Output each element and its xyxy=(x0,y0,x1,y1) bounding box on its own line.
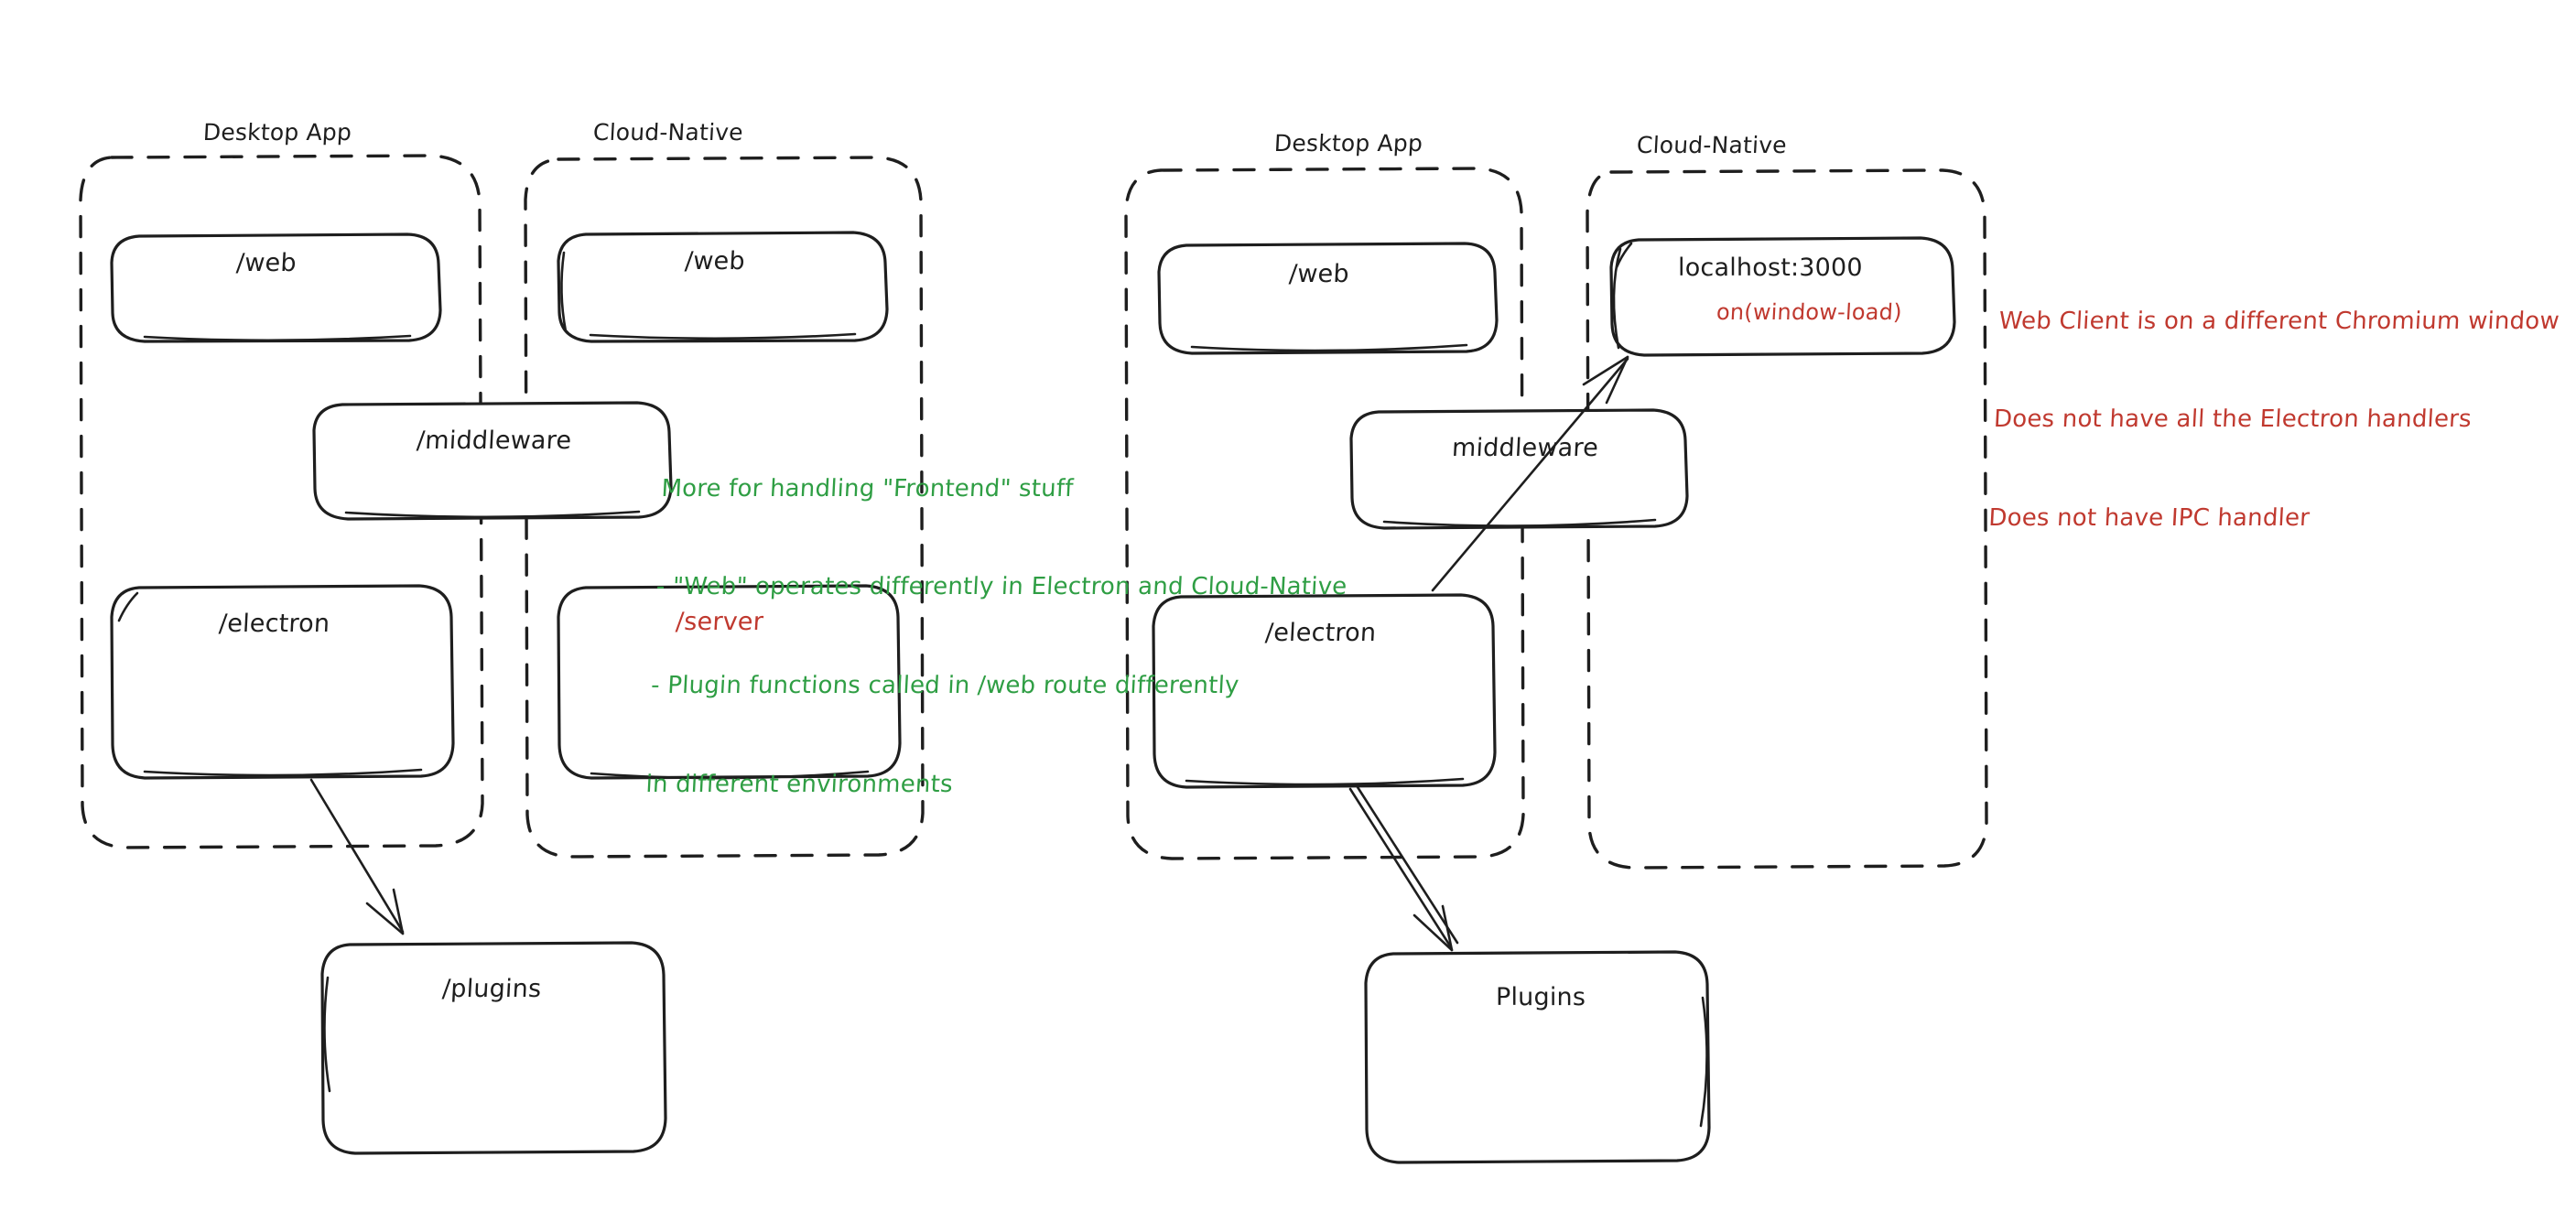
node-box-middleware-left-sketchline xyxy=(344,510,641,519)
annotation-red-line-3: Does not have IPC handler xyxy=(1987,504,2311,532)
node-label-electron-left: /electron xyxy=(218,610,331,638)
node-box-electron-left-sketchline2 xyxy=(143,768,423,777)
node-box-web-cloud-left-sketchline xyxy=(560,251,568,333)
node-box-web-cloud-left[interactable] xyxy=(557,231,889,343)
node-sublabel-on-window-load: on(window-load) xyxy=(1716,299,1903,325)
node-box-plugins-left-sketchline xyxy=(323,976,331,1093)
arrow-electron-to-plugins-right-tail2 xyxy=(1356,785,1459,945)
annotation-green-line-4: in different environments xyxy=(644,770,954,798)
node-box-middleware-right-sketchline xyxy=(1382,518,1657,527)
node-label-middleware-right: middleware xyxy=(1451,434,1599,462)
node-box-middleware-right[interactable] xyxy=(1349,408,1689,530)
node-box-electron-left-sketchline xyxy=(117,591,139,622)
node-box-plugins-right[interactable] xyxy=(1364,950,1711,1164)
node-label-web-cloud-left: /web xyxy=(684,247,746,276)
arrow-electron-to-plugins-left-head1 xyxy=(365,902,405,935)
arrow-electron-to-localhost-right-head1 xyxy=(1582,355,1629,386)
node-box-server-left[interactable] xyxy=(557,584,902,780)
arrow-electron-to-plugins-right xyxy=(1348,787,1453,949)
arrow-electron-to-plugins-right-head1 xyxy=(1412,913,1454,952)
node-label-localhost-right: localhost:3000 xyxy=(1678,254,1863,282)
node-box-plugins-right-sketchline xyxy=(1699,996,1708,1128)
annotation-green-line-3: - Plugin functions called in /web route … xyxy=(650,672,1240,699)
annotation-red-line-2: Does not have all the Electron handlers xyxy=(1993,405,2473,434)
node-label-web-desktop-left: /web xyxy=(235,249,298,277)
annotation-green-note: More for handling "Frontend" stuff - "We… xyxy=(642,407,1357,867)
group-outline-desktop-app-left xyxy=(79,154,484,849)
node-box-electron-right[interactable] xyxy=(1152,593,1497,789)
group-label-desktop-app-right: Desktop App xyxy=(1273,130,1423,157)
node-box-web-desktop-left-sketchline xyxy=(143,334,412,342)
group-label-cloud-native-left: Cloud-Native xyxy=(592,119,744,146)
group-label-desktop-app-left: Desktop App xyxy=(202,119,352,146)
arrow-electron-to-plugins-left-head2 xyxy=(392,888,405,935)
node-label-plugins-right: Plugins xyxy=(1496,983,1586,1011)
node-box-web-desktop-right[interactable] xyxy=(1157,242,1499,355)
arrow-electron-to-localhost-right xyxy=(1431,357,1629,592)
annotation-red-note: Web Client is on a different Chromium wi… xyxy=(1985,240,2564,601)
node-box-plugins-left[interactable] xyxy=(320,941,667,1155)
annotation-green-line-2: - "Web" operates differently in Electron… xyxy=(655,573,1348,601)
node-box-localhost-right[interactable] xyxy=(1609,236,1956,357)
node-box-web-desktop-right-sketchline xyxy=(1190,343,1468,352)
group-outline-cloud-native-right xyxy=(1586,168,1988,870)
annotation-green-line-1: More for handling "Frontend" stuff xyxy=(660,474,1075,503)
arrow-electron-to-plugins-left xyxy=(309,778,405,934)
node-box-web-cloud-left-sketchline2 xyxy=(589,332,857,340)
node-box-localhost-right-sketchline xyxy=(1612,247,1622,350)
annotation-red-line-1: Web Client is on a different Chromium wi… xyxy=(1997,307,2560,335)
group-outline-cloud-native-left xyxy=(524,156,925,859)
group-label-cloud-native-right: Cloud-Native xyxy=(1636,132,1788,158)
node-box-server-left-sketchline xyxy=(590,770,870,780)
node-box-electron-right-sketchline xyxy=(1185,777,1465,786)
node-label-plugins-left: /plugins xyxy=(441,975,543,1003)
node-label-middleware-left: /middleware xyxy=(416,427,573,455)
node-box-middleware-left[interactable] xyxy=(312,401,673,521)
arrow-electron-to-localhost-right-head2 xyxy=(1605,355,1629,405)
group-outline-desktop-app-right xyxy=(1124,167,1525,860)
node-label-web-desktop-right: /web xyxy=(1288,260,1350,288)
node-box-electron-left[interactable] xyxy=(110,584,455,780)
node-box-web-desktop-left[interactable] xyxy=(110,232,442,343)
node-box-localhost-right-sketchline2 xyxy=(1615,242,1633,269)
